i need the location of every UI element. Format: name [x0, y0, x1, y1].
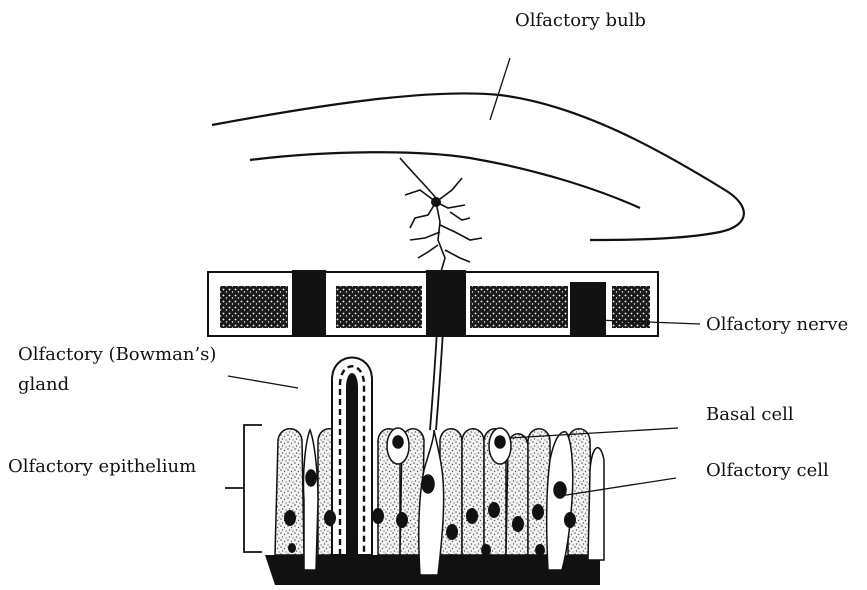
label-olfactory-bulb: Olfactory bulb — [515, 10, 646, 32]
mitral-cell — [400, 158, 482, 275]
label-olfactory-epithelium: Olfactory epithelium — [8, 456, 196, 478]
olfactory-bulb — [212, 58, 744, 240]
bowmans-gland-leader-line — [228, 376, 298, 388]
cribriform-plate — [208, 270, 700, 336]
olfactory-bulb-leader-line — [490, 58, 510, 120]
label-bowmans-gland-line1: Olfactory (Bowman’s) — [18, 344, 216, 366]
label-olfactory-cell: Olfactory cell — [706, 460, 829, 482]
label-basal-cell: Basal cell — [706, 404, 794, 426]
label-olfactory-nerve: Olfactory nerve — [706, 314, 848, 336]
label-bowmans-gland-line2: gland — [18, 374, 69, 396]
epithelium-bracket — [225, 425, 262, 552]
